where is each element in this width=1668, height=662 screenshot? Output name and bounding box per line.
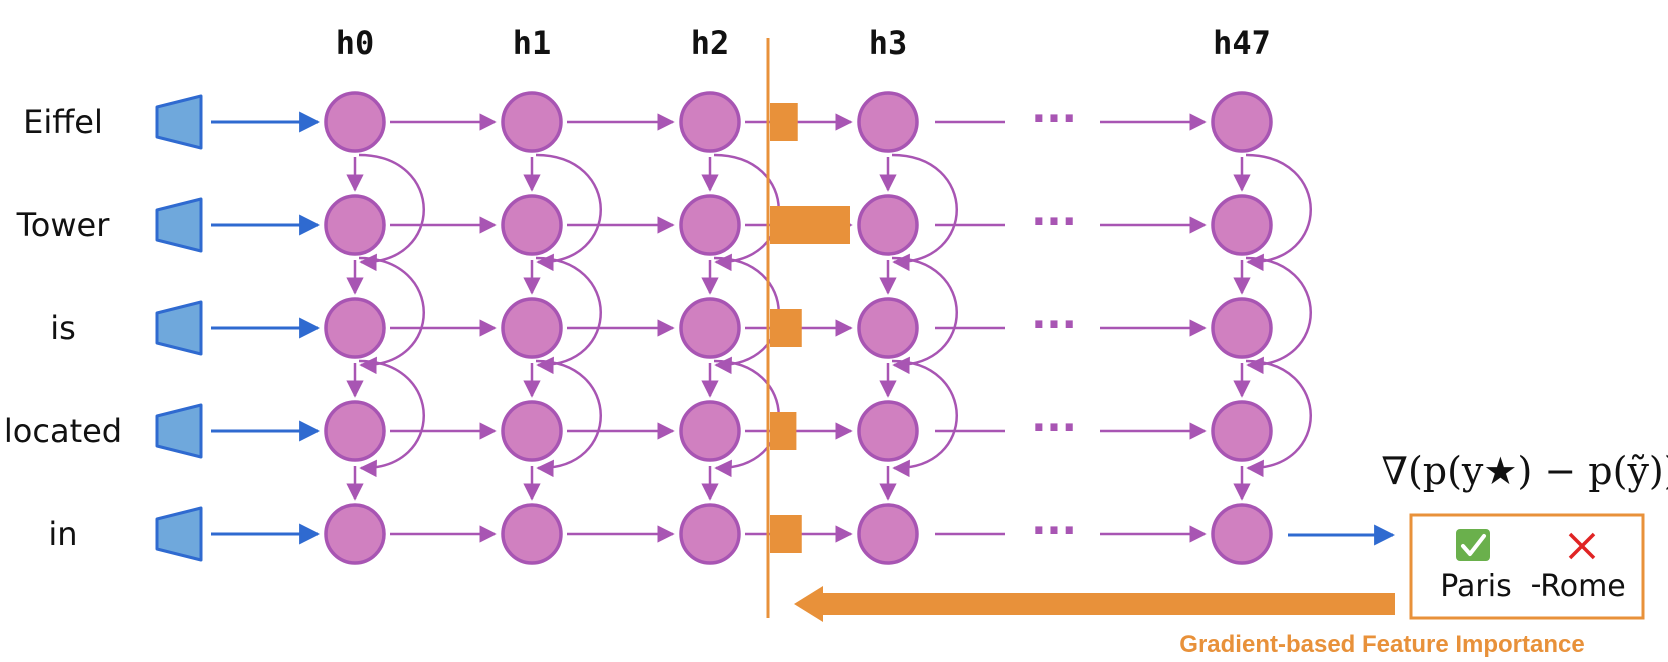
- hidden-state-node: [501, 503, 563, 565]
- output-box: Paris - Rome: [1409, 513, 1645, 620]
- hidden-state-node: [324, 194, 386, 256]
- token-label-located: located: [4, 412, 122, 450]
- token-labels: Eiffel Tower is located in: [4, 103, 122, 553]
- output-label-wrong: Rome: [1540, 569, 1626, 604]
- hidden-state-node: [324, 297, 386, 359]
- attention-curve: [1245, 153, 1312, 272]
- embedding-icon: [155, 94, 203, 150]
- attention-curve: [891, 153, 958, 272]
- attention-curve: [535, 256, 602, 375]
- importance-bar: [770, 515, 802, 553]
- hidden-state-node: [679, 297, 741, 359]
- hidden-state-node: [501, 91, 563, 153]
- attention-curve: [891, 359, 958, 478]
- ellipsis-dots: ···: [1031, 508, 1077, 554]
- hidden-state-node: [1211, 503, 1273, 565]
- ellipsis-group: ··· ··· ··· ··· ···: [1031, 96, 1077, 554]
- layer-label-h1: h1: [513, 24, 552, 62]
- output-label-correct: Paris: [1440, 569, 1511, 604]
- ellipsis-dots: ···: [1031, 96, 1077, 142]
- gradient-formula: ∇(p(y★) − p(ỹ)): [1381, 449, 1668, 493]
- attention-curve: [535, 359, 602, 478]
- embeddings-group: [155, 94, 203, 562]
- hidden-states-group: [324, 91, 1273, 565]
- layer-label-h2: h2: [691, 24, 730, 62]
- output-box-frame: [1409, 513, 1645, 620]
- embedding-icon: [155, 197, 203, 253]
- hidden-state-node: [324, 400, 386, 462]
- caption: Gradient-based Feature Importance: [1179, 631, 1584, 658]
- hidden-state-node: [1211, 297, 1273, 359]
- embedding-icon: [155, 300, 203, 356]
- attention-curve: [358, 153, 425, 272]
- check-icon: [1456, 529, 1490, 561]
- ellipsis-dots: ···: [1031, 302, 1077, 348]
- backward-gradient-arrow: [794, 586, 1395, 622]
- importance-bar: [770, 412, 797, 450]
- hidden-state-node: [679, 194, 741, 256]
- token-label-in: in: [48, 515, 77, 553]
- ellipsis-dots: ···: [1031, 405, 1077, 451]
- layer-label-h3: h3: [869, 24, 908, 62]
- cross-icon: [1568, 532, 1596, 560]
- hidden-state-node: [324, 91, 386, 153]
- hidden-state-node: [857, 503, 919, 565]
- edges-group: [211, 111, 1312, 545]
- hidden-state-node: [857, 400, 919, 462]
- hidden-state-node: [679, 503, 741, 565]
- hidden-state-node: [1211, 194, 1273, 256]
- hidden-state-node: [679, 400, 741, 462]
- attention-curve: [1245, 256, 1312, 375]
- hidden-state-node: [501, 297, 563, 359]
- attention-curve: [891, 256, 958, 375]
- hidden-state-node: [501, 400, 563, 462]
- hidden-state-node: [1211, 91, 1273, 153]
- attention-curve: [1245, 359, 1312, 478]
- token-label-eiffel: Eiffel: [23, 103, 103, 141]
- hidden-state-node: [857, 194, 919, 256]
- importance-bar: [770, 309, 802, 347]
- importance-bar: [770, 206, 850, 244]
- hidden-state-node: [501, 194, 563, 256]
- output-label-separator: -: [1531, 567, 1542, 602]
- layer-label-h47: h47: [1213, 24, 1271, 62]
- attention-curve: [358, 359, 425, 478]
- hidden-state-node: [857, 297, 919, 359]
- attention-curve: [358, 256, 425, 375]
- layer-labels: h0 h1 h2 h3 h47: [336, 24, 1271, 62]
- attention-curve: [535, 153, 602, 272]
- token-label-is: is: [50, 309, 76, 347]
- importance-bars-group: [770, 103, 850, 553]
- hidden-state-node: [1211, 400, 1273, 462]
- hidden-state-node: [324, 503, 386, 565]
- embedding-icon: [155, 506, 203, 562]
- importance-bar: [770, 103, 798, 141]
- token-label-tower: Tower: [16, 206, 111, 244]
- ellipsis-dots: ···: [1031, 199, 1077, 245]
- hidden-state-node: [857, 91, 919, 153]
- hidden-state-node: [679, 91, 741, 153]
- embedding-icon: [155, 403, 203, 459]
- layer-label-h0: h0: [336, 24, 375, 62]
